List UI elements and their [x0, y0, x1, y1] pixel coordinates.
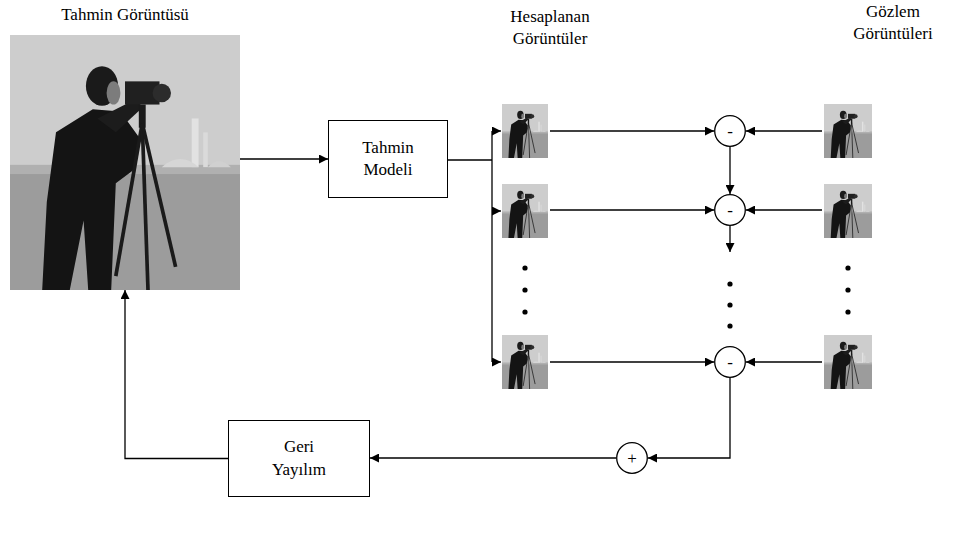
operator-sign: -: [727, 123, 733, 140]
split-wire: [448, 159, 492, 160]
ellipsis-dot: [845, 287, 850, 292]
ellipsis-dot: [727, 281, 732, 286]
flow-arrow: [370, 457, 616, 458]
flow-arrow: [240, 158, 328, 159]
computed-image: [502, 184, 548, 238]
estimate-image-node: Tahmin Görüntüsü: [10, 4, 240, 290]
computed-image: [502, 335, 548, 389]
operator-sign: -: [727, 202, 733, 219]
image-heading: Tahmin Görüntüsü: [61, 4, 189, 26]
computed-image: [502, 104, 548, 158]
split-arrow: [492, 361, 501, 362]
column-heading: Hesaplanan Görüntüler: [495, 6, 605, 50]
ellipsis-dot: [727, 302, 732, 307]
operator-sign: -: [727, 354, 733, 371]
ellipsis-dot: [845, 309, 850, 314]
difference-node: -: [714, 194, 746, 226]
ellipsis-dot: [845, 265, 850, 270]
process-box: Geri Yayılım: [228, 420, 370, 497]
observed-arrow: [746, 209, 822, 210]
flow-arrow: [648, 378, 730, 458]
ellipsis-dot: [522, 287, 527, 292]
ellipsis-dot: [727, 323, 732, 328]
estimate-image: [10, 35, 240, 290]
box-label: Geri Yayılım: [260, 436, 338, 480]
ellipsis-dot: [522, 309, 527, 314]
split-wire: [491, 131, 492, 362]
computed-arrow: [550, 130, 714, 131]
flow-arrow: [125, 290, 228, 459]
computed-arrow: [550, 209, 714, 210]
split-arrow: [492, 210, 501, 211]
column-heading: Gözlem Görüntüleri: [843, 1, 943, 45]
difference-node: -: [714, 115, 746, 147]
observed-arrow: [746, 130, 822, 131]
observed-image: [824, 335, 872, 389]
flow-arrow: [729, 147, 730, 194]
ellipsis-dot: [522, 265, 527, 270]
computed-arrow: [550, 361, 714, 362]
sum-node: +: [616, 442, 648, 474]
box-label: Tahmin Modeli: [349, 137, 427, 181]
process-box: Tahmin Modeli: [328, 120, 448, 198]
observed-image: [824, 104, 872, 158]
observed-image: [824, 184, 872, 238]
observed-arrow: [746, 361, 822, 362]
difference-node: -: [714, 346, 746, 378]
continuation-arrow: [729, 226, 730, 252]
operator-sign: +: [627, 450, 637, 467]
split-arrow: [492, 130, 501, 131]
